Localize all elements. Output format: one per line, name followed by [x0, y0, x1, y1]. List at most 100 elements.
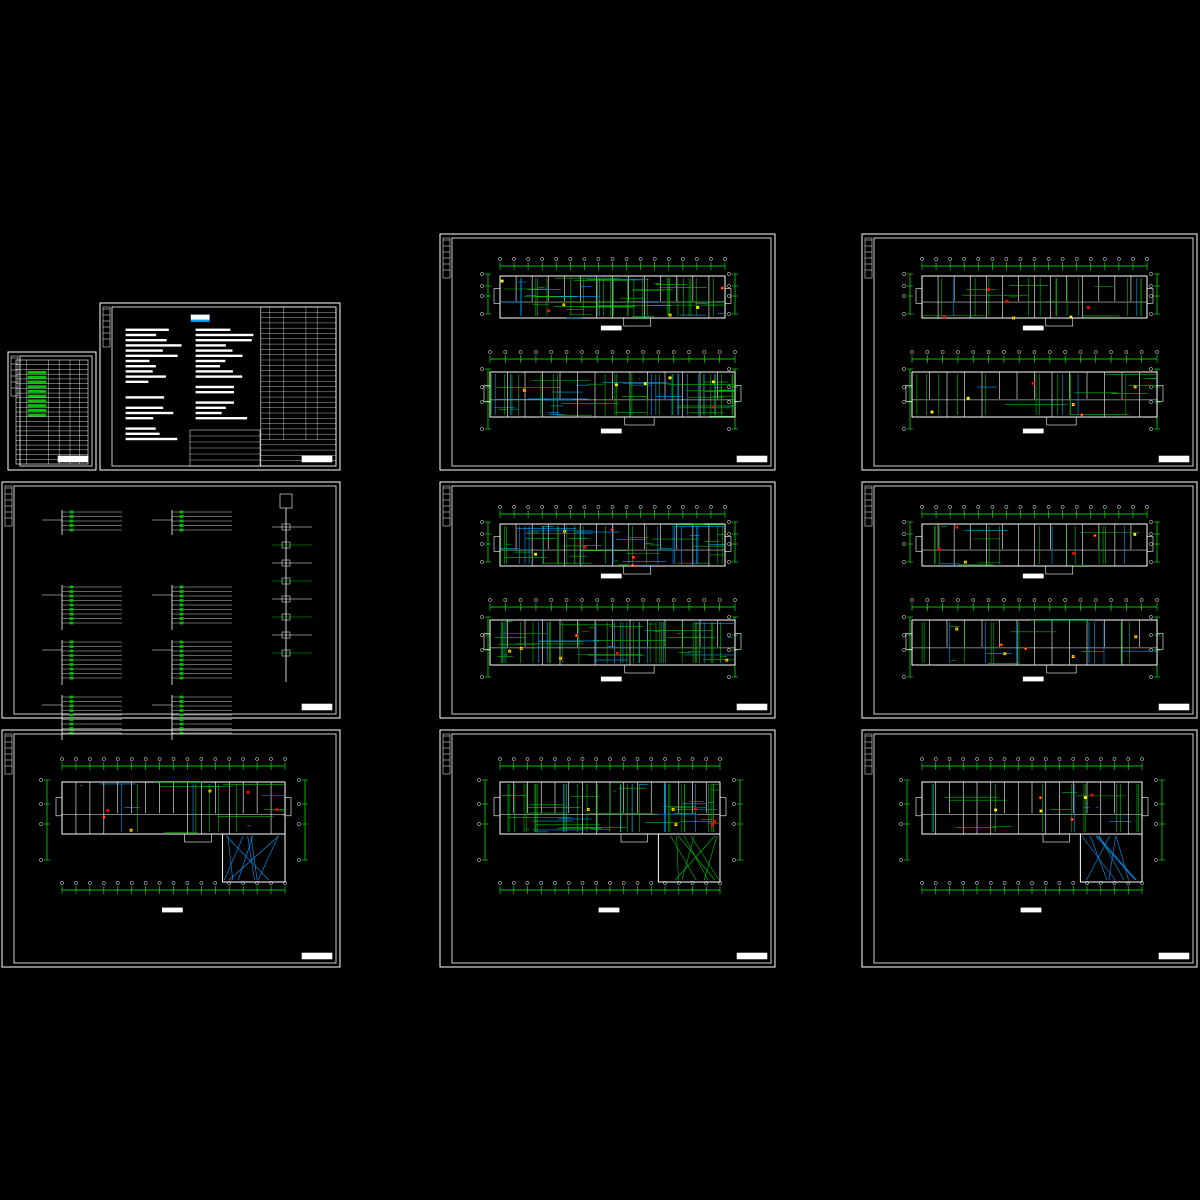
device-symbol — [711, 380, 715, 384]
breaker-symbol — [179, 510, 184, 514]
device-symbol — [547, 309, 551, 312]
grid-bubble — [480, 400, 484, 404]
device-symbol — [987, 288, 990, 291]
breaker-symbol — [69, 649, 74, 653]
breaker-symbol — [179, 590, 184, 593]
grid-bubble — [564, 598, 569, 602]
circuit-line — [678, 835, 716, 881]
sheet-border — [439, 481, 776, 719]
circuit-line — [703, 835, 718, 881]
grid-bubble — [920, 257, 924, 261]
breaker-symbol — [179, 585, 184, 589]
title-block — [736, 455, 768, 463]
grid-bubble — [1098, 881, 1103, 885]
grid-bubble — [676, 881, 681, 885]
grid-bubble — [480, 675, 484, 679]
sheet-border — [99, 302, 341, 471]
breaker-symbol — [69, 722, 74, 726]
legend-symbol — [27, 394, 47, 398]
note-text-line — [195, 401, 234, 404]
grid-bubble — [727, 294, 731, 298]
drawing-sheets — [1, 233, 1198, 968]
device-symbol — [966, 396, 970, 400]
device-symbol — [725, 658, 729, 662]
binding-strip — [442, 485, 451, 527]
breaker-symbol — [69, 585, 74, 589]
title-block — [1158, 703, 1190, 711]
grid-bubble — [624, 505, 629, 509]
note-text-line — [195, 354, 243, 358]
annex — [1042, 833, 1070, 843]
device-symbol — [500, 279, 504, 283]
grid-bubble — [727, 542, 731, 546]
grid-bubble — [1140, 757, 1144, 761]
device-symbol — [712, 405, 716, 409]
grid-bubble — [732, 778, 736, 782]
grid-bubble — [1145, 257, 1149, 261]
grid-bubble — [539, 881, 544, 885]
grid-bubble — [1124, 350, 1129, 354]
legend-symbol — [27, 399, 47, 403]
device-symbol — [563, 529, 567, 533]
title-underline — [190, 319, 210, 322]
grid-bubble — [480, 633, 484, 637]
plan-title — [598, 907, 620, 913]
sheet-border — [1, 729, 341, 968]
grid-bubble — [39, 778, 43, 782]
entrance — [915, 536, 923, 552]
grid-bubble — [1149, 427, 1153, 431]
title-block — [1158, 455, 1190, 463]
sheet-design-notes — [99, 302, 341, 471]
plan-title — [600, 573, 622, 579]
entrance — [493, 797, 501, 817]
grid-bubble — [671, 350, 676, 354]
annex — [623, 317, 652, 327]
grid-bubble — [933, 881, 938, 885]
note-text-line — [125, 380, 149, 384]
device-symbol — [963, 560, 967, 564]
binding-strip — [10, 355, 19, 397]
grid-bubble — [732, 802, 736, 806]
grid-bubble — [498, 505, 502, 509]
sheet-inner-border — [13, 733, 337, 964]
grid-bubble — [1149, 648, 1153, 652]
grid-bubble — [638, 505, 643, 509]
grid-bubble — [255, 881, 259, 885]
device-symbol — [1083, 796, 1087, 799]
grid-bubble — [129, 881, 134, 885]
grid-bubble — [269, 757, 273, 761]
device-symbol — [631, 556, 635, 559]
note-text-line — [195, 333, 254, 337]
breaker-symbol — [179, 672, 184, 675]
wing-wall — [657, 833, 721, 883]
grid-bubble — [652, 257, 657, 261]
grid-bubble — [1117, 257, 1121, 261]
floor-panel — [281, 595, 291, 603]
breaker-symbol — [179, 515, 184, 518]
grid-bubble — [1149, 675, 1153, 679]
grid-bubble — [920, 757, 924, 761]
device-symbol — [671, 808, 675, 811]
breaker-symbol — [69, 617, 74, 620]
grid-bubble — [1149, 542, 1153, 546]
grid-bubble — [663, 757, 667, 761]
grid-bubble — [525, 757, 530, 761]
grid-bubble — [1140, 881, 1144, 885]
grid-bubble — [1155, 598, 1159, 602]
plan-title — [1020, 907, 1042, 913]
breaker-symbol — [69, 612, 74, 616]
grid-bubble — [940, 598, 945, 602]
sheet-floor-plan-f — [861, 729, 1198, 968]
grid-bubble — [624, 257, 629, 261]
sheet-border — [861, 729, 1198, 968]
grid-bubble — [582, 505, 587, 509]
entrance — [483, 385, 491, 402]
grid-bubble — [1057, 757, 1062, 761]
title-block — [301, 455, 333, 463]
breaker-symbol — [179, 700, 184, 703]
entrance — [905, 633, 913, 650]
device-symbol — [1039, 809, 1043, 813]
title-block — [301, 952, 333, 960]
